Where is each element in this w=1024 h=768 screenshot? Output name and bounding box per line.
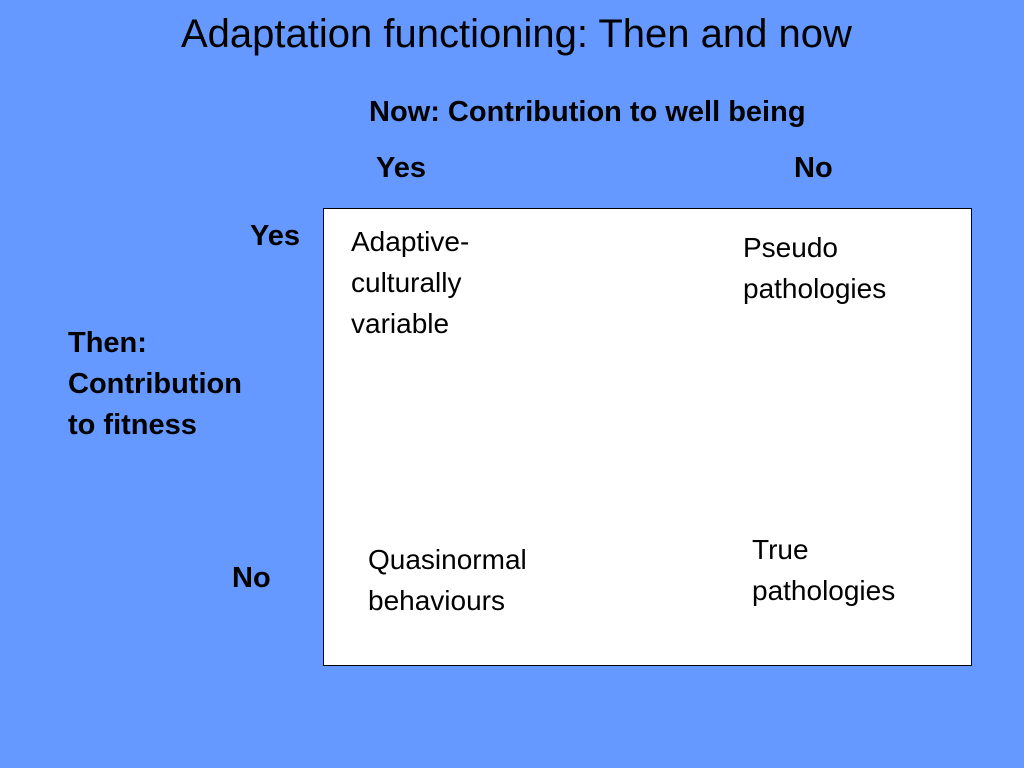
slide-title: Adaptation functioning: Then and now [181, 12, 852, 56]
quadrant-grid: Adaptive- culturally variable Pseudo pat… [323, 208, 972, 666]
row-axis-header: Then: Contribution to fitness [68, 327, 242, 441]
column-label-yes: Yes [376, 152, 426, 184]
cell-no-yes: Quasinormal behaviours [368, 544, 527, 616]
row-label-yes: Yes [250, 220, 300, 252]
column-label-no: No [794, 152, 833, 184]
cell-yes-no: Pseudo pathologies [743, 232, 887, 304]
column-axis-header: Now: Contribution to well being [369, 96, 806, 128]
cell-yes-yes: Adaptive- culturally variable [351, 226, 470, 339]
cell-no-no: True pathologies [752, 534, 896, 606]
row-label-no: No [232, 562, 271, 594]
